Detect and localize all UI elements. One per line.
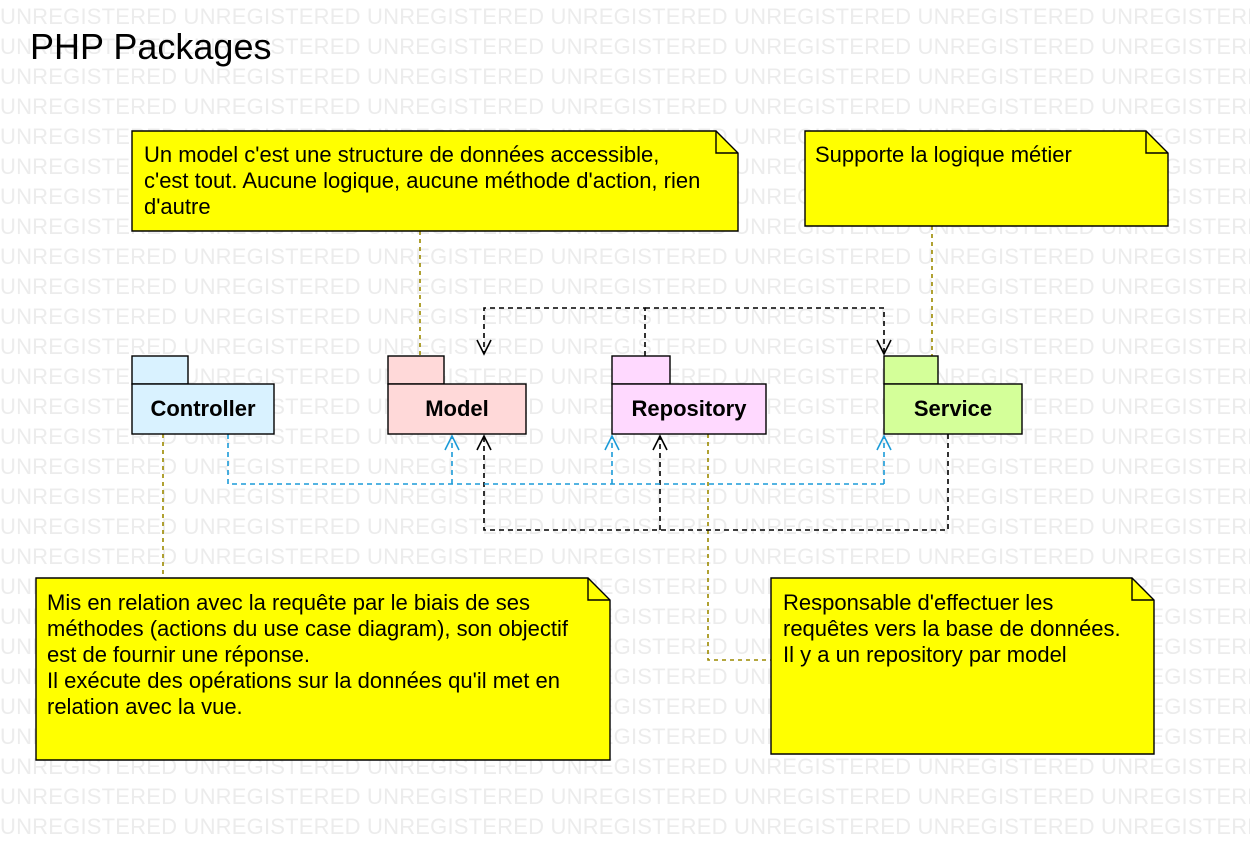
model-note-paragraph: Un model c'est une structure de données … [144, 142, 701, 219]
repository-package-label: Repository [631, 396, 747, 421]
repo-to-service-top-dependency [645, 307, 885, 352]
watermark-row: UNREGISTERED UNREGISTERED UNREGISTERED U… [0, 514, 1250, 539]
watermark-row: UNREGISTERED UNREGISTERED UNREGISTERED U… [0, 64, 1250, 89]
watermark-row: UNREGISTERED UNREGISTERED UNREGISTERED U… [0, 244, 1250, 269]
repository-note[interactable] [770, 577, 1155, 755]
repository-note-link [707, 434, 771, 661]
controller-note-paragraph-2: Il exécute des opérations sur la données… [47, 668, 560, 719]
diagram-title: PHP Packages [30, 26, 272, 67]
repository-note-paragraph: Responsable d'effectuer les requêtes ver… [783, 590, 1121, 667]
controller-dependencies [227, 434, 884, 485]
controller-note[interactable] [35, 577, 611, 761]
service-note-paragraph: Supporte la logique métier [815, 142, 1072, 167]
controller-note-text: Mis en relation avec la requête par le b… [47, 590, 592, 720]
repository-note-text: Responsable d'effectuer les requêtes ver… [783, 590, 1123, 668]
service-note-text: Supporte la logique métier [815, 142, 1145, 168]
watermark-row: UNREGISTERED UNREGISTERED UNREGISTERED U… [0, 4, 1250, 29]
model-package[interactable] [387, 383, 527, 435]
watermark-row: UNREGISTERED UNREGISTERED UNREGISTERED U… [0, 454, 1250, 479]
service-note[interactable] [804, 130, 1169, 227]
watermark-row: UNREGISTERED UNREGISTERED UNREGISTERED U… [0, 94, 1250, 119]
service-package-tab [883, 355, 939, 385]
watermark-row: UNREGISTERED UNREGISTERED UNREGISTERED U… [0, 484, 1250, 509]
repo-to-model-top-dependency [483, 307, 646, 356]
model-package-tab [387, 355, 445, 385]
watermark-row: UNREGISTERED UNREGISTERED UNREGISTERED U… [0, 544, 1250, 569]
model-package-label: Model [425, 396, 489, 421]
service-package-label: Service [913, 396, 993, 421]
model-note-text: Un model c'est une structure de données … [144, 142, 704, 220]
controller-package[interactable] [131, 383, 275, 435]
watermark-row: UNREGISTERED UNREGISTERED UNREGISTERED U… [0, 814, 1250, 839]
watermark-row: UNREGISTERED UNREGISTERED UNREGISTERED U… [0, 274, 1250, 299]
watermark-row: UNREGISTERED UNREGISTERED UNREGISTERED U… [0, 34, 1250, 59]
controller-note-paragraph-1: Mis en relation avec la requête par le b… [47, 590, 568, 667]
repository-package[interactable] [611, 383, 767, 435]
controller-package-tab [131, 355, 189, 385]
service-package[interactable] [883, 383, 1023, 435]
model-note[interactable] [131, 130, 739, 232]
repository-package-tab [611, 355, 671, 385]
watermark-row: UNREGISTERED UNREGISTERED UNREGISTERED U… [0, 334, 1250, 359]
watermark-row: UNREGISTERED UNREGISTERED UNREGISTERED U… [0, 784, 1250, 809]
controller-package-label: Controller [150, 396, 256, 421]
service-to-model-bottom-dependency [483, 434, 949, 531]
